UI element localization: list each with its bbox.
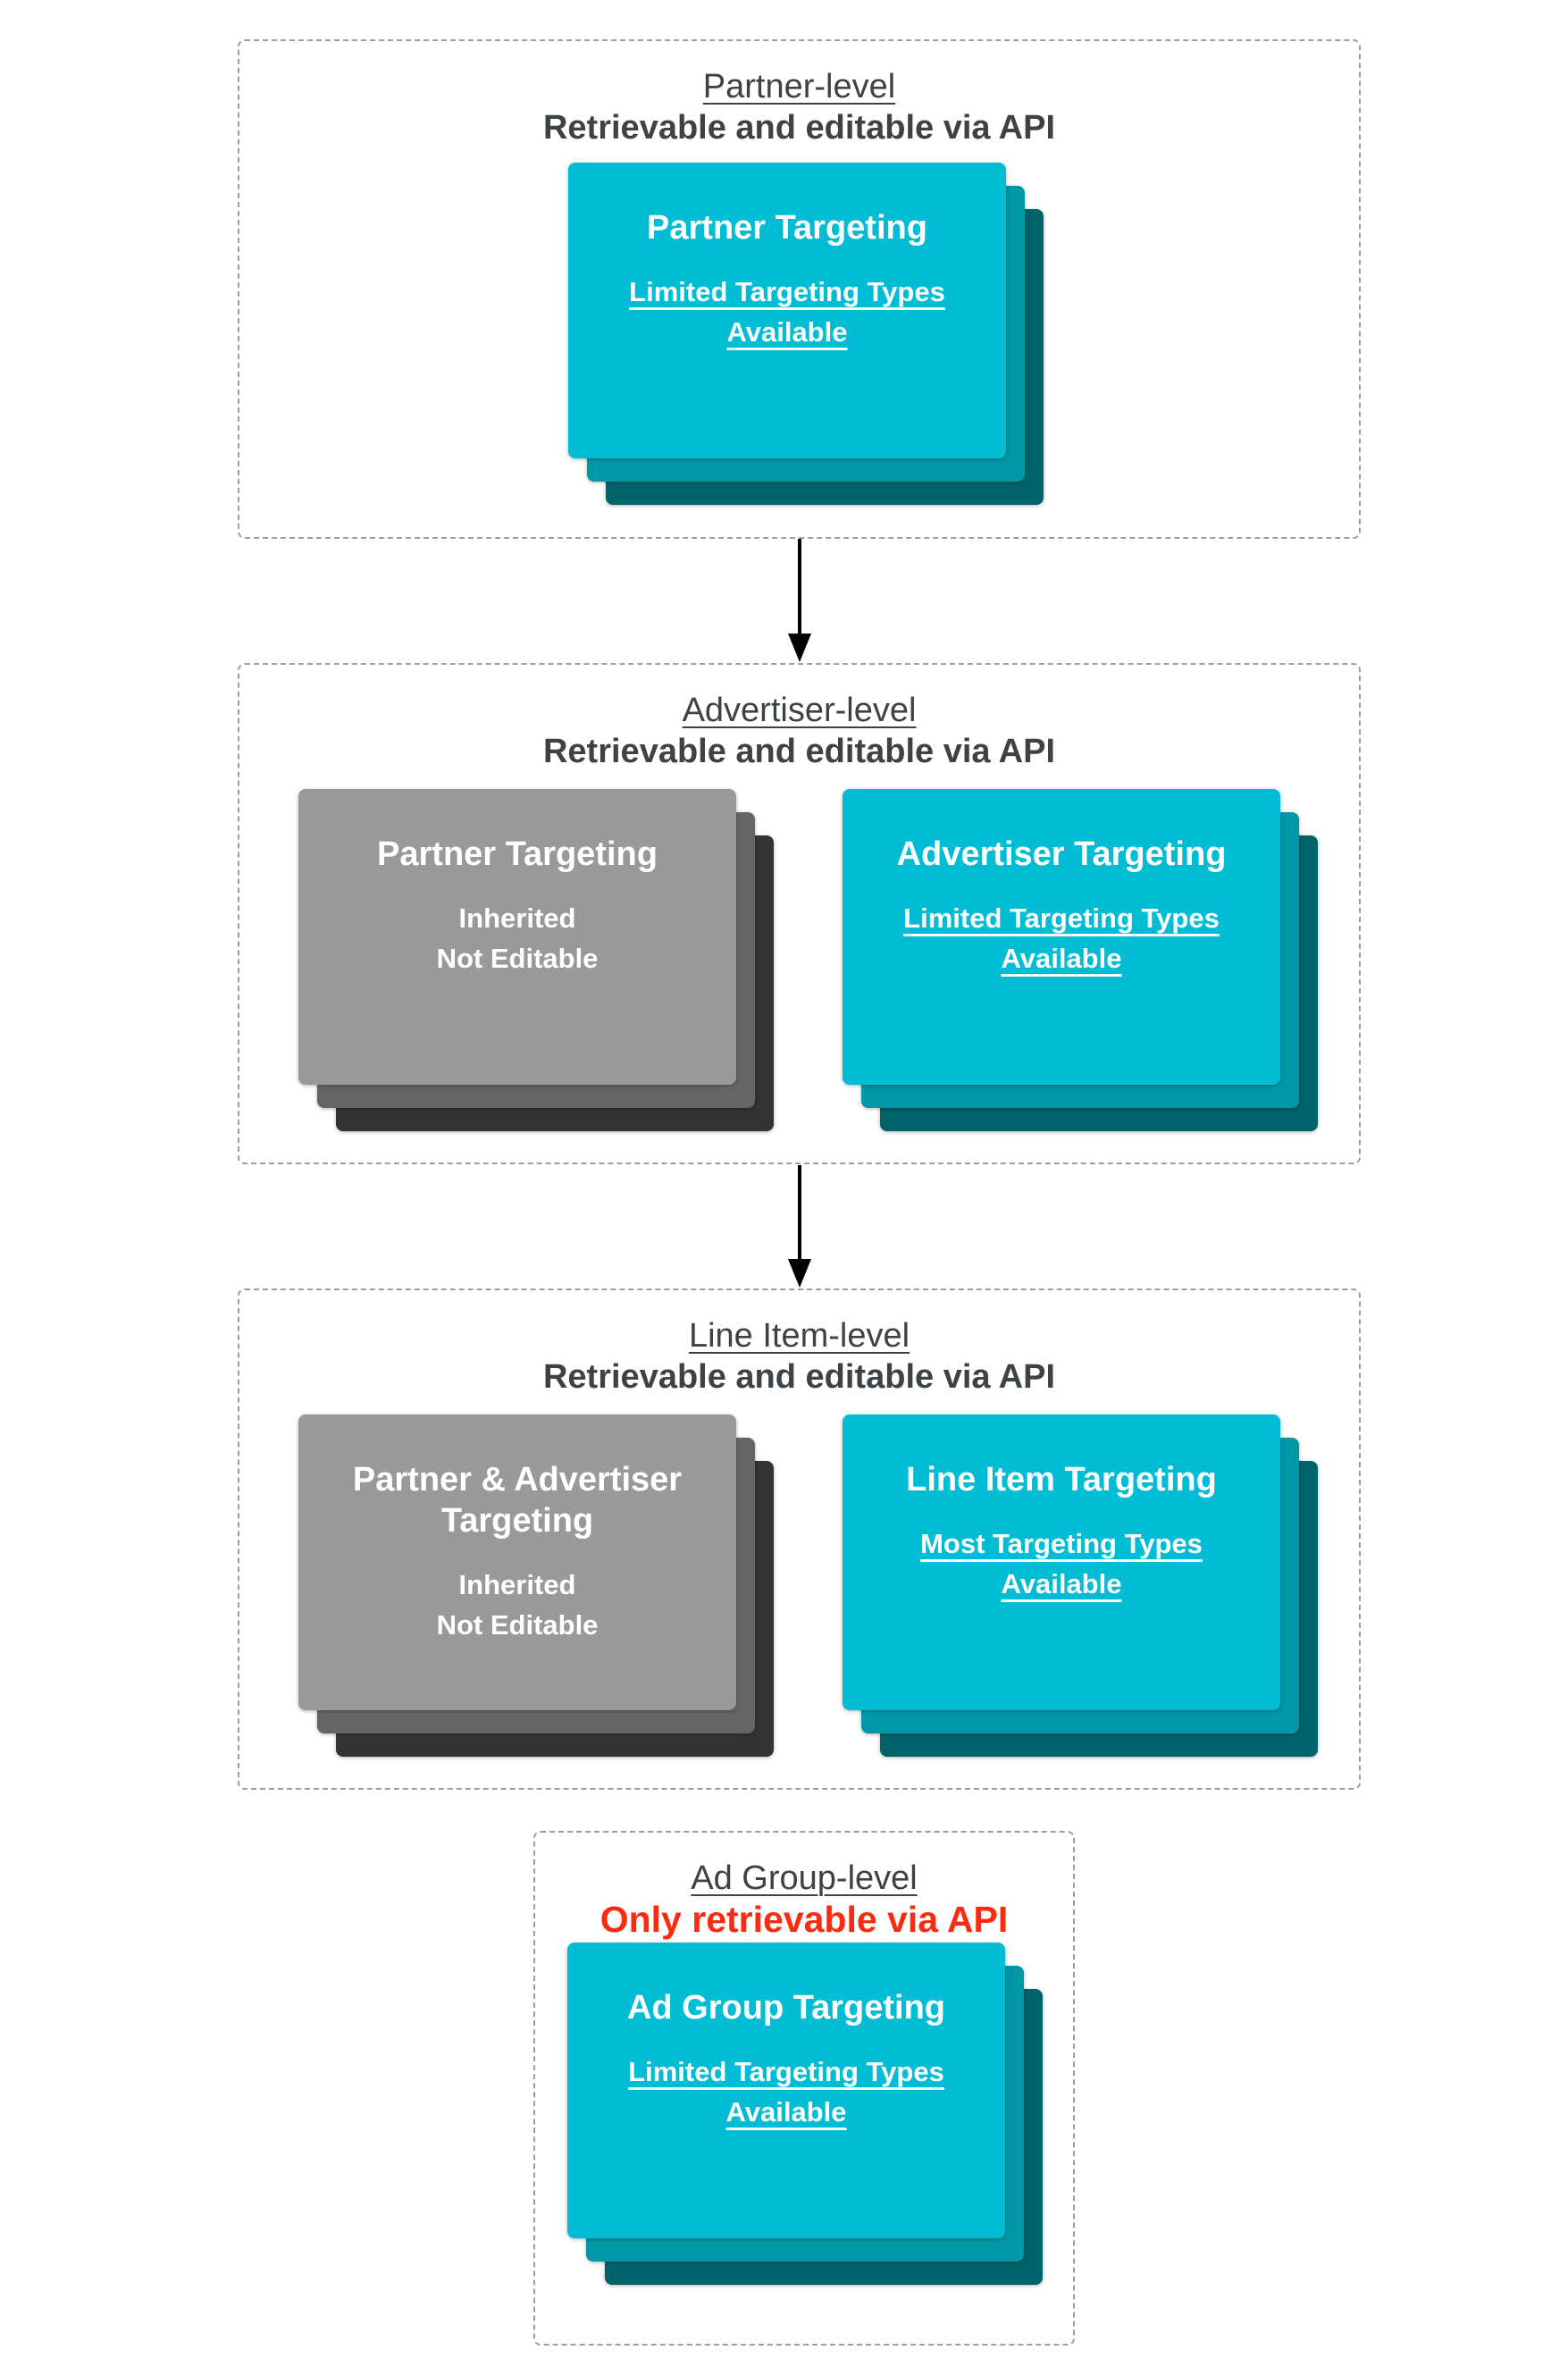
not-editable-line: Not Editable <box>436 943 599 974</box>
card-title: Advertiser Targeting <box>896 835 1227 873</box>
card-inherited-text: Inherited Not Editable <box>437 898 599 978</box>
card-targeting-types-text: Limited Targeting Types Available <box>629 276 945 348</box>
section-title: Line Item-level <box>688 1317 910 1355</box>
card-ad-group-targeting: Ad Group Targeting Limited Targeting Typ… <box>567 1943 1005 2238</box>
not-editable-line: Not Editable <box>436 1609 599 1641</box>
card-targeting-types-text: Limited Targeting Types Available <box>628 2056 944 2128</box>
card-partner-advertiser-targeting: Partner & Advertiser Targeting Inherited… <box>298 1414 736 1710</box>
section-subtitle: Retrievable and editable via API <box>542 733 1056 770</box>
inherited-line: Inherited <box>458 902 576 934</box>
card-targeting-types-text: Limited Targeting Types Available <box>903 902 1220 974</box>
card-inherited-text: Inherited Not Editable <box>437 1565 599 1645</box>
inherited-line: Inherited <box>458 1569 576 1600</box>
section-partner-level: Partner-level Retrievable and editable v… <box>238 39 1361 539</box>
card-title: Partner Targeting <box>377 835 658 873</box>
card-title: Line Item Targeting <box>906 1461 1217 1498</box>
card-stack-inherited-partner-targeting: Partner Targeting Inherited Not Editable <box>298 789 774 1131</box>
section-subtitle-alert: Only retrievable via API <box>600 1899 1009 1940</box>
card-title: Partner Targeting <box>647 209 927 247</box>
section-title: Advertiser-level <box>682 692 917 729</box>
section-advertiser-level: Advertiser-level Retrievable and editabl… <box>238 663 1361 1164</box>
card-targeting-types-text: Most Targeting Types Available <box>920 1528 1203 1599</box>
card-stack-line-item-targeting: Line Item Targeting Most Targeting Types… <box>843 1414 1318 1757</box>
card-stack-inherited-partner-advertiser-targeting: Partner & Advertiser Targeting Inherited… <box>298 1414 774 1757</box>
card-stack-ad-group-targeting: Ad Group Targeting Limited Targeting Typ… <box>567 1943 1043 2285</box>
down-arrow-icon <box>788 539 811 662</box>
section-title: Ad Group-level <box>691 1859 918 1897</box>
card-title: Ad Group Targeting <box>626 1989 946 2027</box>
section-line-item-level: Line Item-level Retrievable and editable… <box>238 1288 1361 1790</box>
down-arrow-icon <box>788 1165 811 1288</box>
card-stack-advertiser-targeting: Advertiser Targeting Limited Targeting T… <box>843 789 1318 1131</box>
card-partner-targeting: Partner Targeting Limited Targeting Type… <box>568 163 1006 458</box>
section-ad-group-level: Ad Group-level Only retrievable via API … <box>533 1831 1075 2346</box>
card-partner-targeting-inherited: Partner Targeting Inherited Not Editable <box>298 789 736 1085</box>
card-line-item-targeting: Line Item Targeting Most Targeting Types… <box>843 1414 1280 1710</box>
card-advertiser-targeting: Advertiser Targeting Limited Targeting T… <box>843 789 1280 1085</box>
section-title: Partner-level <box>702 68 896 105</box>
section-subtitle: Retrievable and editable via API <box>542 1358 1056 1396</box>
section-subtitle: Retrievable and editable via API <box>542 109 1056 147</box>
card-title: Partner & Advertiser Targeting <box>352 1461 683 1540</box>
card-stack-partner-targeting: Partner Targeting Limited Targeting Type… <box>568 163 1044 505</box>
